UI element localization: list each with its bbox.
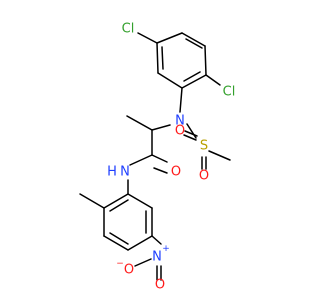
bond bbox=[127, 193, 153, 209]
bond bbox=[181, 74, 207, 89]
atom-label-o-sulfonyl-left: O bbox=[175, 124, 185, 139]
bond bbox=[79, 193, 105, 209]
bond bbox=[204, 45, 207, 76]
sulfonamide-and-amide-chain bbox=[126, 115, 231, 195]
bond bbox=[129, 154, 153, 166]
bond bbox=[186, 123, 197, 139]
atom-label-o-nitro-bottom: O bbox=[155, 278, 165, 293]
bond bbox=[127, 235, 153, 251]
bond bbox=[183, 71, 201, 82]
atom-label-o-amide: O bbox=[171, 165, 181, 180]
atom-label-n-amide: N bbox=[120, 165, 130, 180]
atom-label-n-nitro: N bbox=[152, 250, 162, 265]
molecule-structure-diagram: Cl Cl N S O O O H N N + O − O bbox=[79, 22, 236, 293]
atom-label-s: S bbox=[200, 139, 208, 154]
bond bbox=[156, 42, 159, 74]
nitro-n-positive-charge: + bbox=[162, 244, 170, 254]
bond bbox=[183, 134, 197, 141]
bond bbox=[161, 46, 164, 70]
bond bbox=[151, 124, 171, 131]
bond bbox=[126, 115, 153, 131]
bond bbox=[103, 193, 129, 209]
bond bbox=[109, 199, 129, 212]
atom-label-h-amide: H bbox=[107, 165, 117, 180]
atom-label-o-nitro-left: O bbox=[124, 263, 134, 278]
atom-label-cl-right: Cl bbox=[223, 85, 236, 100]
bond bbox=[103, 235, 129, 251]
bond bbox=[184, 130, 198, 137]
bond bbox=[179, 87, 183, 113]
atom-label-o-sulfonyl-bottom: O bbox=[199, 169, 209, 184]
bond bbox=[153, 167, 168, 174]
bond bbox=[137, 32, 158, 44]
dichlorophenyl-ring bbox=[137, 32, 221, 113]
bond bbox=[185, 38, 203, 49]
bond bbox=[181, 32, 206, 47]
atom-label-n-sulfonamide: N bbox=[175, 114, 185, 129]
bond bbox=[109, 232, 129, 245]
bond bbox=[205, 74, 221, 86]
bond bbox=[134, 258, 152, 267]
bond bbox=[151, 235, 162, 245]
bond bbox=[157, 72, 183, 89]
atom-label-cl-top: Cl bbox=[122, 22, 135, 37]
bond bbox=[208, 150, 231, 161]
methyl-nitrophenyl-ring bbox=[79, 193, 162, 281]
bond bbox=[151, 154, 168, 163]
nitro-o-negative-charge: − bbox=[116, 259, 124, 269]
bond bbox=[156, 32, 183, 44]
